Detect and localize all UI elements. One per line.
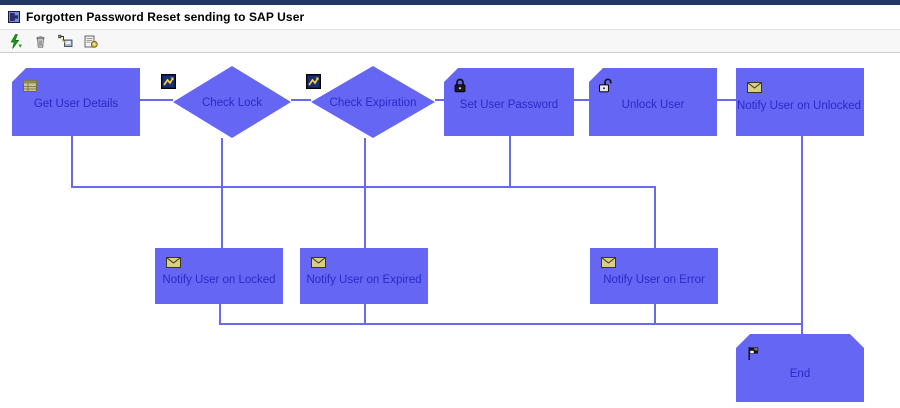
trash-icon	[36, 35, 45, 48]
decision-branch-icon	[306, 74, 321, 89]
connector-drop-notify-expired	[364, 304, 366, 324]
connector-drop-notify-error	[654, 304, 656, 324]
decision-branch-icon	[161, 74, 176, 89]
envelope-icon	[747, 82, 762, 94]
connection-button[interactable]	[57, 33, 74, 50]
node-notify-user-on-expired[interactable]: Notify User on Expired	[300, 248, 428, 304]
properties-button[interactable]	[82, 33, 99, 50]
page-title: Forgotten Password Reset sending to SAP …	[26, 10, 305, 24]
connector-drop-check-expiration	[364, 138, 366, 248]
node-label: Notify User on Expired	[306, 274, 422, 286]
connector-mid-bus	[71, 186, 655, 188]
connector-check-expiration-to-set-password	[435, 99, 444, 101]
node-label: Notify User on Error	[603, 274, 705, 286]
envelope-icon	[166, 257, 181, 269]
connector-drop-get-user-details	[71, 136, 73, 187]
form-table-icon	[23, 80, 37, 92]
node-notify-user-on-unlocked[interactable]: Notify User on Unlocked	[736, 68, 864, 136]
checkered-flag-icon	[747, 346, 763, 361]
node-check-lock[interactable]: Check Lock	[161, 66, 291, 138]
window-top-strip	[0, 0, 900, 5]
node-notify-user-on-error[interactable]: Notify User on Error	[590, 248, 718, 304]
node-label: Set User Password	[459, 99, 559, 111]
connector-notify-unlocked-to-end	[801, 136, 803, 334]
node-get-user-details[interactable]: Get User Details	[12, 68, 140, 136]
connector-bottom-bus	[219, 323, 802, 325]
connector-bus-to-notify-error	[654, 186, 656, 248]
padlock-closed-icon	[453, 78, 467, 93]
connector-check-lock-to-check-expiration	[291, 99, 311, 101]
envelope-icon	[311, 257, 326, 269]
connector-unlock-user-to-notify-unlocked	[717, 99, 736, 101]
green-lightning-icon	[10, 33, 22, 49]
workflow-icon	[8, 11, 20, 23]
padlock-open-icon	[598, 78, 614, 93]
node-unlock-user[interactable]: Unlock User	[589, 68, 717, 136]
node-label: Check Expiration	[329, 97, 417, 109]
connector-drop-notify-locked	[219, 304, 221, 324]
node-label: Get User Details	[33, 98, 119, 110]
delete-button[interactable]	[32, 33, 49, 50]
node-label: Notify User on Unlocked	[737, 100, 861, 112]
node-check-expiration[interactable]: Check Expiration	[306, 66, 435, 138]
toolbar	[0, 29, 900, 53]
node-set-user-password[interactable]: Set User Password	[444, 68, 574, 136]
connector-layer	[0, 54, 900, 408]
node-label: End	[789, 368, 811, 380]
envelope-icon	[601, 257, 616, 269]
network-plug-icon	[57, 34, 72, 47]
node-end[interactable]: End	[736, 334, 864, 402]
node-label: Unlock User	[621, 99, 685, 111]
connector-drop-set-password	[509, 136, 511, 187]
connector-set-password-to-unlock-user	[574, 99, 589, 101]
execute-button[interactable]	[7, 33, 24, 50]
node-label: Notify User on Locked	[162, 274, 276, 286]
connector-drop-check-lock	[221, 138, 223, 248]
connector-get-user-details-to-check-lock	[140, 99, 173, 101]
node-label: Check Lock	[201, 97, 263, 109]
properties-gear-icon	[84, 35, 98, 48]
diagram-canvas[interactable]: Get User Details Check Lock	[0, 54, 900, 408]
title-bar: Forgotten Password Reset sending to SAP …	[0, 5, 900, 29]
node-notify-user-on-locked[interactable]: Notify User on Locked	[155, 248, 283, 304]
node-layer: Get User Details Check Lock	[0, 54, 900, 408]
